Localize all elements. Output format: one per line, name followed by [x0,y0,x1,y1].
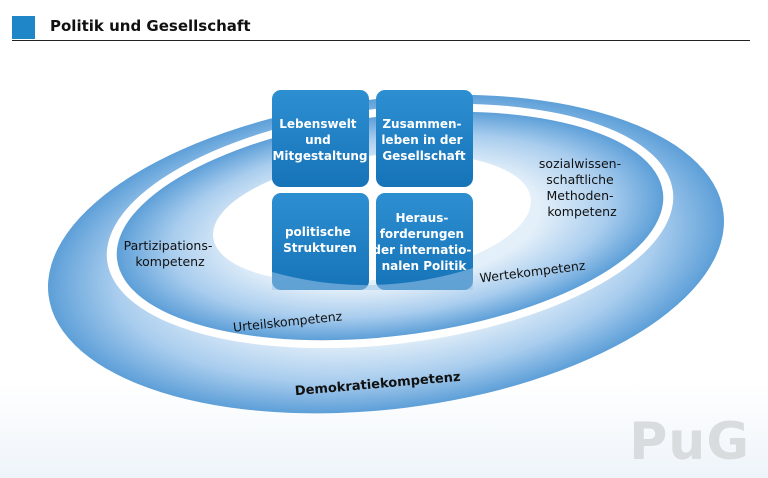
box-herausforderungen [376,193,473,290]
ring-overlay [272,268,473,290]
page-title: Politik und Gesellschaft [50,17,251,35]
box-politische-strukturen [272,193,369,290]
box-lebenswelt [272,90,369,187]
box-lebenswelt-text: Lebenswelt und Mitgestaltung [272,117,367,163]
header-bar: Politik und Gesellschaft [12,14,750,41]
box-zusammenleben-text: Zusammen- leben in der Gesellschaft [381,117,466,163]
label-methodenkompetenz: sozialwissen- schaftliche Methoden- komp… [539,156,625,219]
box-politische-strukturen-text: politische Strukturen [283,225,357,255]
header-accent-square [12,16,35,39]
box-herausforderungen-text: Heraus- forderungen der internatio- nale… [372,211,475,273]
box-zusammenleben [376,90,473,187]
pug-watermark: PuG [629,412,750,472]
label-partizipationskompetenz: Partizipations- kompetenz [124,238,217,269]
